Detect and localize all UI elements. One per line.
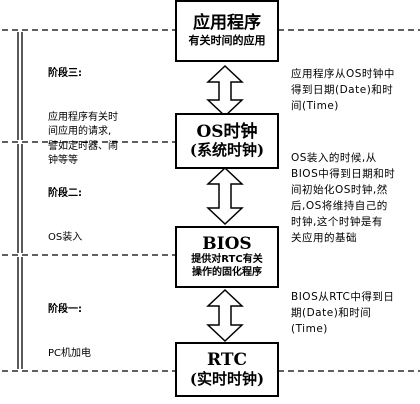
stage3-label: 阶段三: 应用程序有关时 间应用的请求, 譬如定时器、闹 钟等等 bbox=[48, 38, 118, 198]
bios-box: BIOS 提供对RTC有关 操作的固化程序 bbox=[175, 226, 279, 288]
stage1-heading: 阶段一: bbox=[48, 304, 82, 315]
note-os-bios: OS装入的时候,从 BIOS中得到日期和时 间初始化OS时钟,然 后,OS将维持… bbox=[291, 152, 396, 244]
stage1-body: PC机加电 bbox=[48, 347, 92, 359]
os-clock-subtitle: (系统时钟) bbox=[189, 141, 265, 160]
application-subtitle: 有关时间的应用 bbox=[188, 33, 266, 47]
stage3-body: 应用程序有关时 间应用的请求, 譬如定时器、闹 钟等等 bbox=[48, 111, 118, 167]
rtc-title: RTC bbox=[206, 350, 247, 371]
application-box: 应用程序 有关时间的应用 bbox=[175, 0, 279, 62]
stage3-heading: 阶段三: bbox=[48, 68, 82, 79]
os-clock-title: OS时钟 bbox=[196, 121, 258, 142]
bios-title: BIOS bbox=[202, 233, 252, 254]
os-clock-box: OS时钟 (系统时钟) bbox=[175, 113, 279, 169]
stage2-body: OS装入 bbox=[48, 231, 83, 243]
rtc-box: RTC (实时时钟) bbox=[175, 342, 279, 397]
note-app-os: 应用程序从OS时钟中 得到日期(Date)和时 间(Time) bbox=[291, 68, 395, 112]
rtc-subtitle: (实时时钟) bbox=[189, 369, 265, 388]
bios-subtitle: 提供对RTC有关 操作的固化程序 bbox=[191, 254, 263, 278]
application-title: 应用程序 bbox=[193, 13, 261, 34]
double-arrow-bios-rtc-icon bbox=[206, 288, 244, 343]
stage1-label: 阶段一: PC机加电 bbox=[48, 274, 91, 390]
stage-brackets bbox=[17, 32, 23, 369]
double-arrow-os-bios-icon bbox=[206, 166, 244, 226]
stage2-label: 阶段二: OS装入 bbox=[48, 158, 82, 274]
stage2-heading: 阶段二: bbox=[48, 188, 82, 199]
double-arrow-app-os-icon bbox=[206, 64, 244, 118]
note-bios-rtc: BIOS从RTC中得到日 期(Date)和时间 (Time) bbox=[291, 291, 395, 335]
